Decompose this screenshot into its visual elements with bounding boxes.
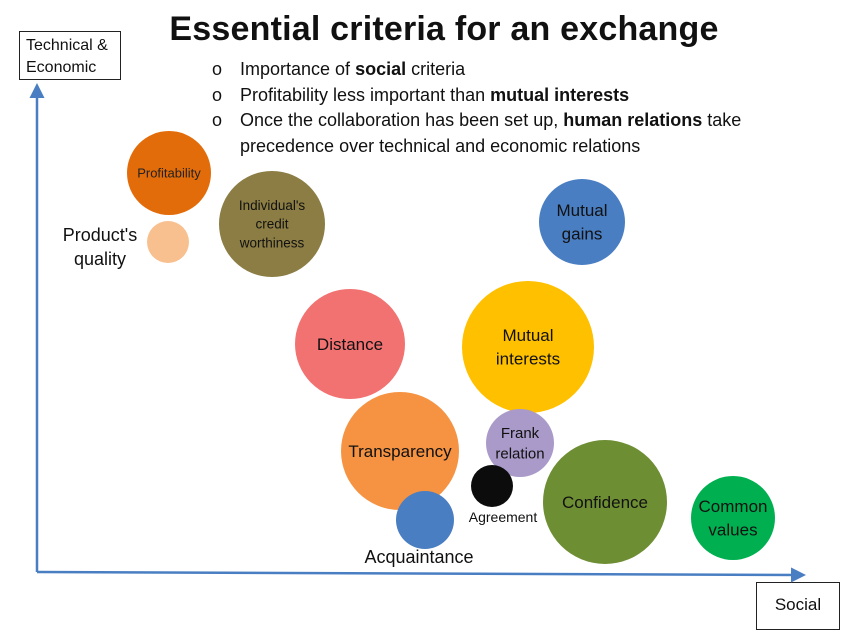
bullet-item: o Once the collaboration has been set up,… [212,108,812,159]
bullet-item: o Profitability less important than mutua… [212,83,812,109]
acquaintance-label: Acquaintance [364,547,474,567]
bullet-marker: o [212,110,223,130]
bubble-circle [127,131,211,215]
bubble-label: Transparency [348,442,452,461]
bubble-label: Distance [317,335,383,354]
x-axis-arrow [36,567,806,583]
bullet-text: Importance of [240,59,356,79]
bullet-emphasis: human relations [563,110,703,130]
x-axis-label: Social [756,582,840,630]
bubble-profitability: Profitability [127,131,211,215]
bubble-product-quality [147,221,189,263]
bullet-text: criteria [406,59,466,79]
bubble-circle [147,221,189,263]
bubble-circle [462,281,594,413]
bubble-distance: Distance [295,289,405,399]
bubble-circle [295,289,405,399]
bubble-label: Confidence [562,493,648,512]
bullet-emphasis: social [355,59,407,79]
bullet-text: Once the collaboration has been set up, [240,110,564,130]
bubble-confidence: Confidence [543,440,667,564]
bubble-circle [341,392,459,510]
diagram-title: Essential criteria for an exchange [169,10,719,48]
bubble-circle [219,171,325,277]
bubble-circle [543,440,667,564]
bubble-agreement [471,465,513,507]
bullet-marker: o [212,84,223,105]
bullet-text: Profitability less important than [240,84,491,105]
agreement-label: Agreement [468,509,538,525]
bubble-circle [486,409,554,477]
bubble-circle [471,465,513,507]
bubble-circle [691,476,775,560]
bullet-text: take precedence over technical and econo… [240,110,742,156]
bullet-item: o Importance of social criteria [212,57,812,83]
bullet-emphasis: mutual interests [490,84,630,105]
bubble-circle [396,491,454,549]
bubble-label: Profitability [137,166,201,181]
bubble-circle [539,179,625,265]
bubble-acquaintance [396,491,454,549]
bubble-transparency: Transparency [341,392,459,510]
product-quality-label: Product's quality [62,225,138,269]
y-axis-label: Technical & Economic [19,31,121,80]
bullet-marker: o [212,59,223,79]
